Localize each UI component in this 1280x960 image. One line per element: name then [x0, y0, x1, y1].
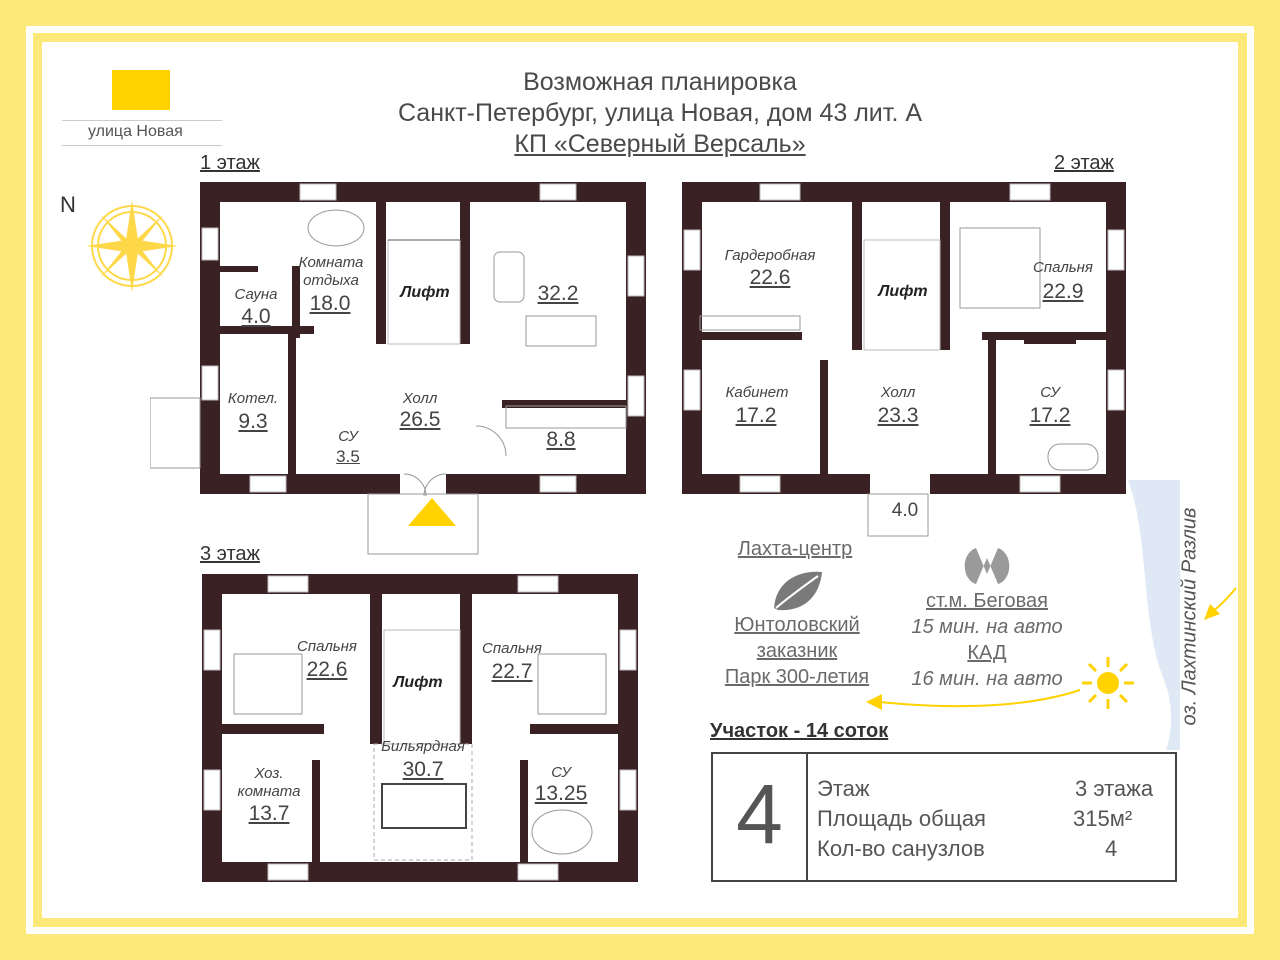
compass-letter: N	[60, 192, 76, 217]
loc-metro: ст.м. Беговая	[926, 590, 1048, 612]
f1-rest-label: Комната отдыха	[298, 254, 364, 289]
loc-park: Парк 300-летия	[724, 666, 870, 688]
metro-icon	[964, 548, 1010, 584]
floor3-label: 3 этаж	[200, 543, 260, 565]
f1-lift-label: Лифт	[400, 284, 450, 301]
f1-kitchen-area: 8.8	[546, 428, 576, 451]
logo-square	[112, 70, 170, 110]
info-bath-label: Кол-во санузлов	[817, 836, 985, 861]
sun-icon	[1082, 657, 1134, 709]
plot-size: Участок - 14 соток	[710, 720, 889, 742]
f1-sauna-label: Сауна	[234, 286, 278, 303]
f1-hall-area: 26.5	[399, 408, 441, 431]
f1-rest-area: 18.0	[309, 292, 351, 315]
f3-bedroom2-area: 22.7	[491, 660, 533, 683]
header-line2: Санкт-Петербург, улица Новая, дом 43 лит…	[397, 99, 923, 127]
loc-kad-time: 16 мин. на авто	[911, 668, 1063, 690]
f3-bedroom1-area: 22.6	[306, 658, 348, 681]
f2-bath-label: СУ	[1040, 384, 1060, 401]
header-line3-text: КП «Северный Версаль»	[514, 130, 806, 158]
logo-street: улица Новая	[88, 123, 183, 140]
info-number: 4	[736, 767, 783, 861]
f3-bath-label: СУ	[551, 764, 571, 781]
floor2-label: 2 этаж	[1054, 152, 1114, 174]
f1-bath-label: СУ	[338, 428, 358, 445]
compass-rose-icon	[86, 200, 178, 292]
info-floors-value: 3 этажа	[1075, 776, 1154, 801]
f3-bedroom2-label: Спальня	[482, 640, 542, 657]
loc-reserve2: заказник	[756, 640, 838, 662]
loc-kad: КАД	[967, 642, 1007, 664]
f3-utility-label: Хоз. комната	[237, 765, 301, 800]
loc-reserve1: Юнтоловский	[734, 614, 860, 636]
floor1-plan	[150, 182, 646, 555]
f2-office-label: Кабинет	[725, 384, 789, 401]
f1-living-area: 32.2	[537, 282, 579, 305]
f2-balcony-area: 4.0	[891, 500, 919, 521]
f1-boiler-label: Котел.	[227, 390, 279, 407]
loc-metro-time: 15 мин. на авто	[911, 616, 1063, 638]
f1-sauna-area: 4.0	[241, 305, 271, 328]
header-line3: КП «Северный Версаль»	[340, 130, 980, 159]
info-floors-label: Этаж	[817, 776, 870, 801]
f3-billiard-label: Бильярдная	[381, 738, 465, 755]
info-box: 4 Этаж 3 этажа Площадь общая 315м² Кол-в…	[711, 752, 1177, 882]
header-line1: Возможная планировка	[523, 68, 797, 96]
logo-line-bottom	[62, 145, 222, 146]
f3-lift-label: Лифт	[393, 674, 443, 691]
f2-hall-area: 23.3	[877, 404, 919, 427]
f3-bath-area: 13.25	[534, 782, 588, 805]
f3-utility-area: 13.7	[248, 802, 290, 825]
logo-line	[62, 120, 222, 121]
f3-bedroom1-label: Спальня	[297, 638, 357, 655]
floor1-label: 1 этаж	[200, 152, 260, 174]
floor3-plan	[202, 574, 638, 882]
sun-path-arrow	[866, 587, 1237, 710]
f2-office-area: 17.2	[735, 404, 777, 427]
loc-lakhta: Лахта-центр	[737, 538, 853, 560]
info-area-value: 315м²	[1073, 806, 1133, 831]
f2-wardrobe-area: 22.6	[749, 266, 791, 289]
f1-boiler-area: 9.3	[238, 410, 268, 433]
f2-bedroom-area: 22.9	[1042, 280, 1084, 303]
f2-hall-label: Холл	[880, 384, 916, 401]
f2-bedroom-label: Спальня	[1033, 259, 1093, 276]
floor2-plan	[682, 182, 1126, 537]
leaf-icon	[774, 571, 822, 611]
info-bath-value: 4	[1105, 836, 1118, 861]
info-divider	[806, 754, 808, 880]
f2-wardrobe-label: Гардеробная	[724, 247, 816, 264]
f2-bath-area: 17.2	[1029, 404, 1071, 427]
f1-bath-area: 3.5	[336, 447, 360, 466]
info-area-label: Площадь общая	[817, 806, 986, 831]
f2-lift-label: Лифт	[878, 283, 928, 300]
f1-hall-label: Холл	[402, 390, 438, 407]
f3-billiard-area: 30.7	[402, 758, 444, 781]
lake-shape	[1128, 480, 1180, 750]
